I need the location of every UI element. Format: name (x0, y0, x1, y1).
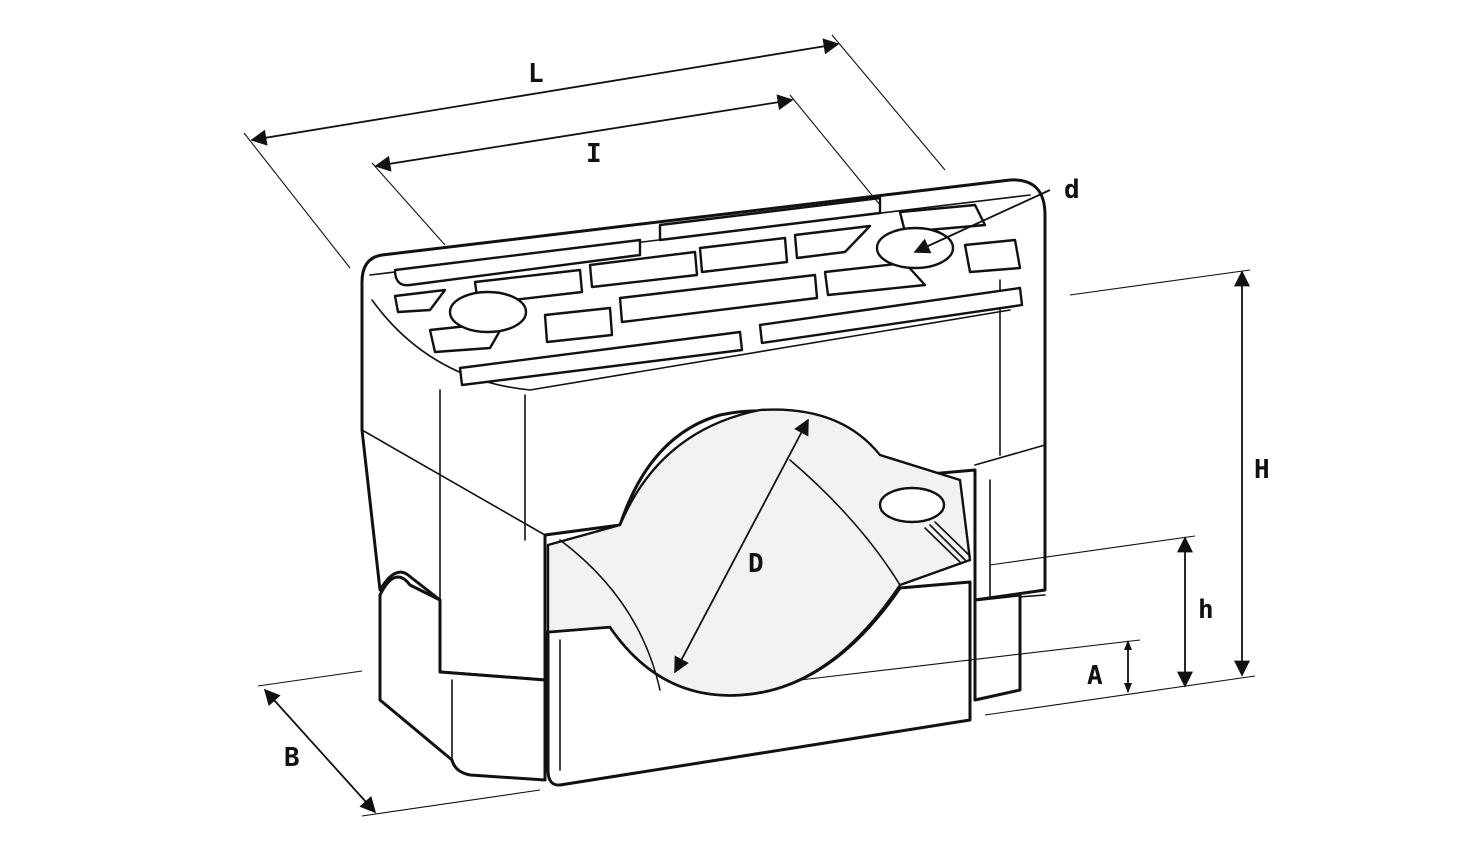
dimension-I (371, 94, 881, 246)
dimension-A (799, 639, 1141, 693)
mounting-hole-left (448, 290, 528, 334)
label-A: A (1087, 661, 1103, 691)
label-L: L (528, 59, 544, 89)
mounting-hole-right (875, 226, 955, 270)
dimension-d-leader (913, 189, 1051, 254)
dimension-h (989, 535, 1196, 688)
dimension-L (243, 34, 946, 269)
dimension-B (257, 670, 541, 817)
label-B: B (284, 743, 300, 773)
lower-right-leg (973, 593, 1022, 702)
label-H: H (1254, 455, 1270, 485)
label-D: D (748, 549, 764, 579)
top-plate-ribs (393, 196, 1024, 387)
dimension-D (674, 418, 809, 674)
label-I: I (586, 139, 602, 169)
lower-left-leg (378, 575, 547, 782)
label-d: d (1064, 175, 1080, 205)
dimension-H (984, 269, 1256, 716)
bolt-hole (878, 486, 946, 524)
label-h: h (1198, 595, 1214, 625)
